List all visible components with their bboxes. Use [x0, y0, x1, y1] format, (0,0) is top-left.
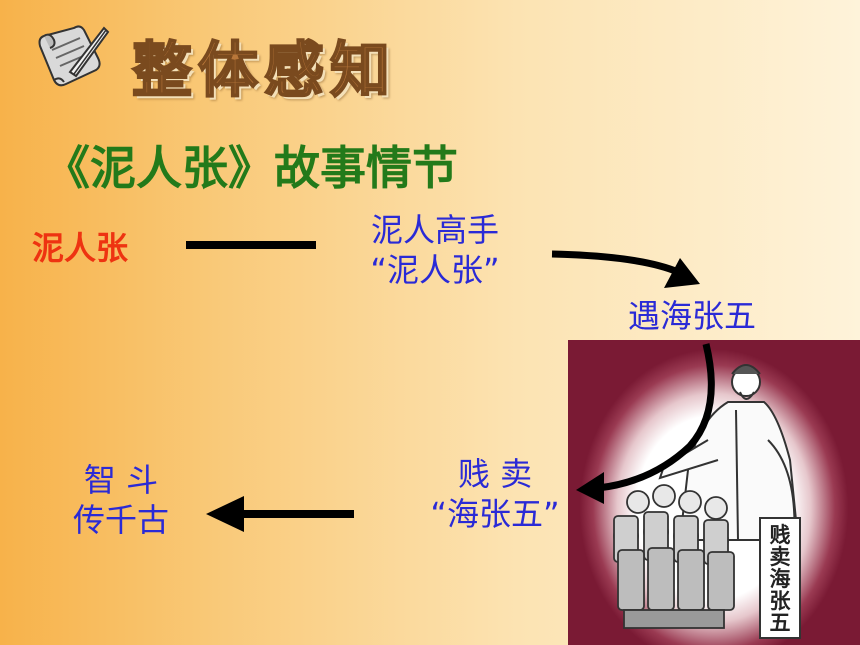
- sign-text: 贱卖海张五: [769, 522, 791, 635]
- sign-board: [759, 517, 801, 639]
- section-header: 整体感知: [131, 35, 396, 107]
- plot-node-1: 泥人高手 “泥人张”: [350, 210, 520, 290]
- arrow-head-1: [664, 258, 700, 288]
- plot-node-1-line2: “泥人张”: [370, 251, 500, 289]
- slide-subtitle: 《泥人张》故事情节: [44, 141, 458, 195]
- plot-node-4-line1: 智 斗: [83, 461, 159, 499]
- cartoon-illustration: 贱卖海张五: [568, 340, 860, 645]
- scroll-quill-icon: [38, 25, 110, 87]
- plot-node-2-line1: 遇海张五: [628, 297, 757, 335]
- plot-node-4: 智 斗 传千古: [56, 460, 186, 540]
- plot-node-4-line2: 传千古: [72, 501, 169, 539]
- plot-node-3-line2: “海张五”: [430, 495, 560, 533]
- root-node: 泥人张: [32, 229, 129, 267]
- arrow-curve-1: [551, 250, 680, 276]
- plot-node-3-line1: 贱 卖: [457, 455, 533, 493]
- plot-node-2: 遇海张五: [628, 296, 756, 336]
- plot-node-3: 贱 卖 “海张五”: [400, 454, 590, 534]
- cartoon-drawing: [613, 364, 801, 639]
- plot-node-1-line1: 泥人高手: [370, 211, 499, 249]
- arrow-head-3: [206, 496, 244, 532]
